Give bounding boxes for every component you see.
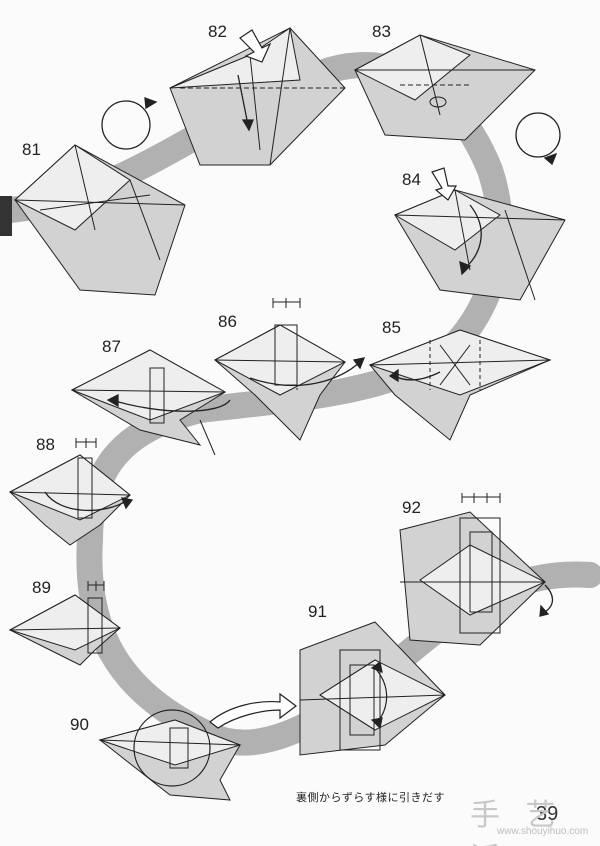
step-number-91: 91 <box>308 602 327 621</box>
step-number-92: 92 <box>402 498 421 517</box>
push-arrow-icon <box>239 29 272 63</box>
step-number-82: 82 <box>208 22 227 41</box>
model-step-88 <box>8 438 131 546</box>
zoom-circle <box>133 709 211 787</box>
model-step-81 <box>14 144 186 296</box>
fold-arrow-icon <box>249 357 366 387</box>
zoom-arrow-icon <box>209 692 297 729</box>
step-number-86: 86 <box>218 312 237 331</box>
fold-arrow-icon <box>106 393 231 412</box>
model-step-91 <box>299 621 447 756</box>
step-number-87: 87 <box>102 337 121 356</box>
model-step-86 <box>213 298 347 441</box>
turn-over-icon <box>101 97 158 150</box>
model-step-92 <box>399 493 547 646</box>
step-number-84: 84 <box>402 170 421 189</box>
step-number-81: 81 <box>22 140 41 159</box>
fold-arrow-icon <box>539 584 554 617</box>
model-step-85 <box>368 329 552 441</box>
fold-arrow-icon <box>237 74 254 132</box>
push-arrow-icon <box>431 167 458 201</box>
fold-arrow-icon <box>429 96 447 108</box>
model-step-89 <box>8 581 121 666</box>
step-number-85: 85 <box>382 318 401 337</box>
page-number: 39 <box>536 803 559 825</box>
fold-arrow-icon <box>459 204 482 276</box>
edge-mark <box>0 196 12 236</box>
fold-arrow-icon <box>44 491 134 511</box>
watermark-logo: 手 艺 活 <box>470 798 564 846</box>
watermark-url: www.shouyihuo.com <box>497 826 589 837</box>
turn-over-icon <box>515 112 561 166</box>
step-number-88: 88 <box>36 435 55 454</box>
fold-arrow-icon <box>388 368 441 383</box>
model-step-82 <box>169 27 346 166</box>
step-number-83: 83 <box>372 22 391 41</box>
step-number-90: 90 <box>70 715 89 734</box>
model-step-87 <box>70 349 227 456</box>
model-step-83 <box>353 34 536 141</box>
step-caption: 裏側からずらす様に引きだす <box>296 791 446 804</box>
fold-arrow-icon <box>370 660 388 730</box>
step-number-89: 89 <box>32 578 51 597</box>
